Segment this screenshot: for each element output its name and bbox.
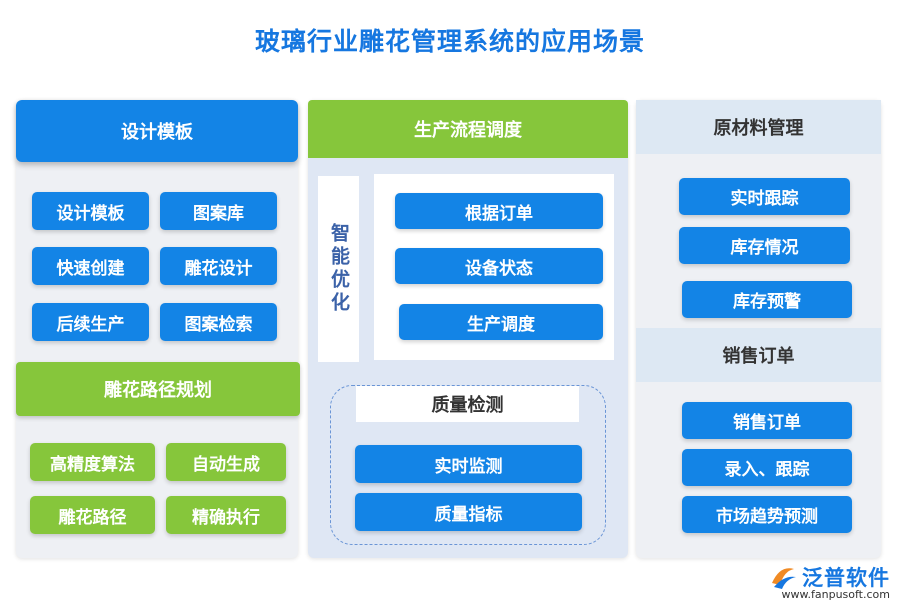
sales-item-sales-order[interactable]: 销售订单 <box>682 402 852 439</box>
schedule-item-production-dispatch[interactable]: 生产调度 <box>399 304 603 340</box>
sales-order-header: 销售订单 <box>636 328 881 382</box>
design-item-pattern-library[interactable]: 图案库 <box>160 192 277 230</box>
design-item-carving-design[interactable]: 雕花设计 <box>160 247 277 285</box>
quality-check-dashed-frame <box>330 385 606 545</box>
smart-optimize-text: 智能优化 <box>328 223 350 315</box>
design-item-template[interactable]: 设计模板 <box>32 192 149 230</box>
brand-name: 泛普软件 <box>802 566 890 590</box>
page-title: 玻璃行业雕花管理系统的应用场景 <box>254 27 645 56</box>
material-item-inventory-status[interactable]: 库存情况 <box>679 227 850 264</box>
design-item-pattern-search[interactable]: 图案检索 <box>160 303 277 341</box>
smart-optimize-box <box>318 176 359 362</box>
brand-swoosh-icon <box>772 568 796 589</box>
path-item-precise-execution[interactable]: 精确执行 <box>166 496 286 534</box>
design-item-quick-create[interactable]: 快速创建 <box>32 247 149 285</box>
material-item-realtime-tracking[interactable]: 实时跟踪 <box>679 178 850 215</box>
path-item-high-precision-algorithm[interactable]: 高精度算法 <box>30 443 155 481</box>
schedule-item-equipment-status[interactable]: 设备状态 <box>395 248 603 284</box>
schedule-item-by-order[interactable]: 根据订单 <box>395 193 603 229</box>
quality-item-realtime-monitor[interactable]: 实时监测 <box>355 445 582 483</box>
production-schedule-header: 生产流程调度 <box>308 100 628 158</box>
path-item-auto-generate[interactable]: 自动生成 <box>166 443 286 481</box>
raw-material-header: 原材料管理 <box>636 100 881 154</box>
design-template-header: 设计模板 <box>16 100 298 162</box>
brand-url: www.fanpusoft.com <box>781 588 890 600</box>
smart-optimize-label: 智能优化 <box>318 176 359 362</box>
quality-item-quality-index[interactable]: 质量指标 <box>355 493 582 531</box>
design-item-follow-up-production[interactable]: 后续生产 <box>32 303 149 341</box>
sales-item-entry-tracking[interactable]: 录入、跟踪 <box>682 449 852 486</box>
material-item-inventory-alert[interactable]: 库存预警 <box>682 281 852 318</box>
quality-check-header: 质量检测 <box>431 395 504 416</box>
path-planning-header: 雕花路径规划 <box>16 362 300 416</box>
quality-check-header-box <box>356 386 579 422</box>
path-item-carving-path[interactable]: 雕花路径 <box>30 496 155 534</box>
sales-item-market-trend-forecast[interactable]: 市场趋势预测 <box>682 496 852 533</box>
brand-logo: 泛普软件 www.fanpusoft.com <box>768 562 890 600</box>
